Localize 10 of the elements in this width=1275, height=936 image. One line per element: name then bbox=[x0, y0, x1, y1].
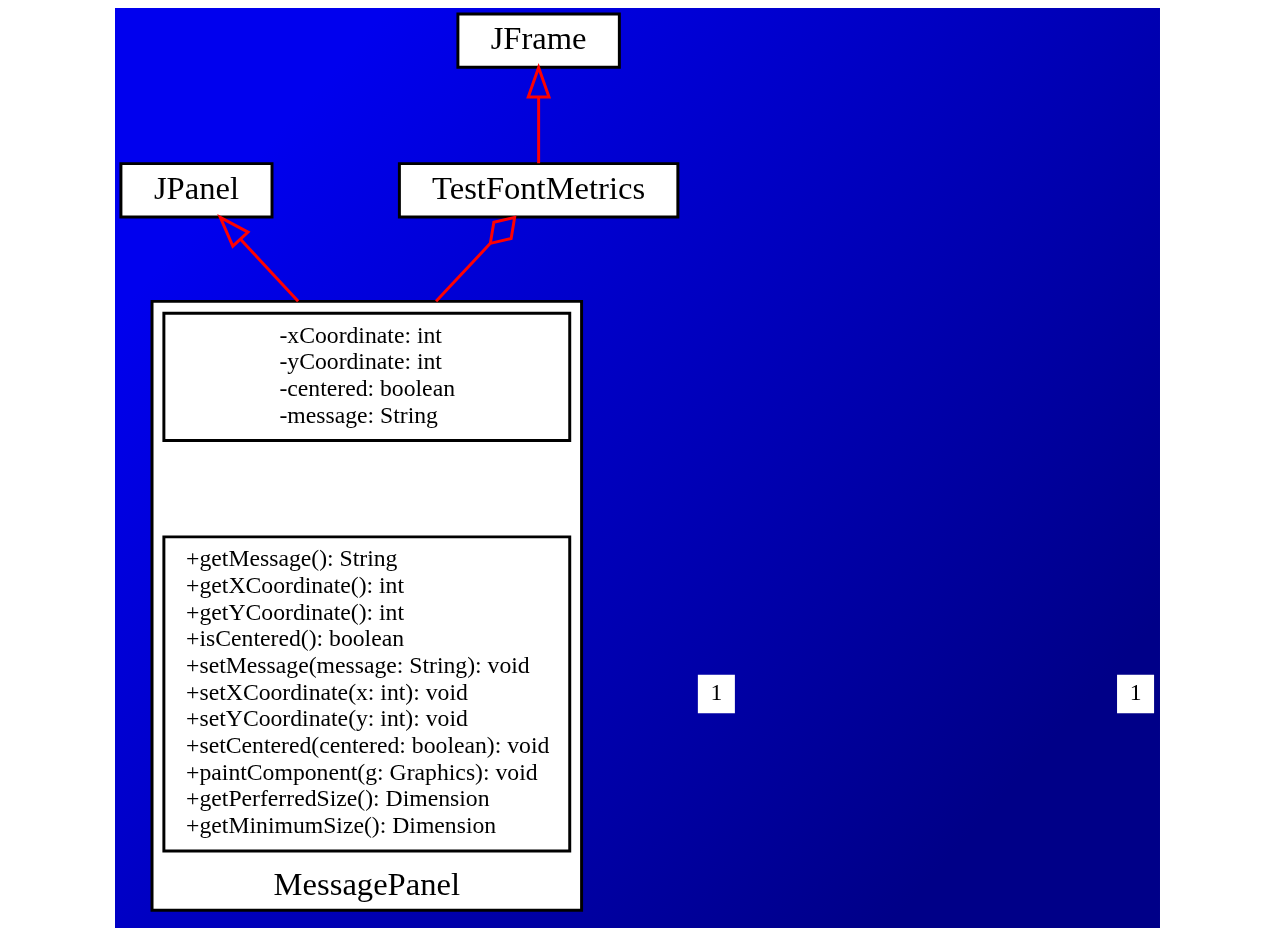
node-box: TestFontMetrics bbox=[397, 162, 680, 219]
node-box: +getMessage(): String +getXCoordinate(): int +getYCoordinate(): int +isCentered(): boolean +setMessage(message: String): void +setXCoordinate(x: int): void +setYCoordinate(y: int): void +setCentered(centered: boolean): void +paintComponent(g: Graphics): void +getPerferredSize(): Dimension +getMinimumSize(): Dimension bbox=[162, 535, 572, 853]
connector bbox=[435, 215, 517, 303]
node-box: JPanel bbox=[119, 162, 274, 219]
arrow bbox=[526, 62, 552, 164]
label: 1 bbox=[1129, 678, 1142, 705]
arrow bbox=[217, 214, 300, 303]
node-box: -xCoordinate: int -yCoordinate: int -centered: boolean -message: String bbox=[162, 311, 572, 443]
node-box: JFrame bbox=[456, 12, 621, 69]
label: 1 bbox=[710, 678, 723, 705]
